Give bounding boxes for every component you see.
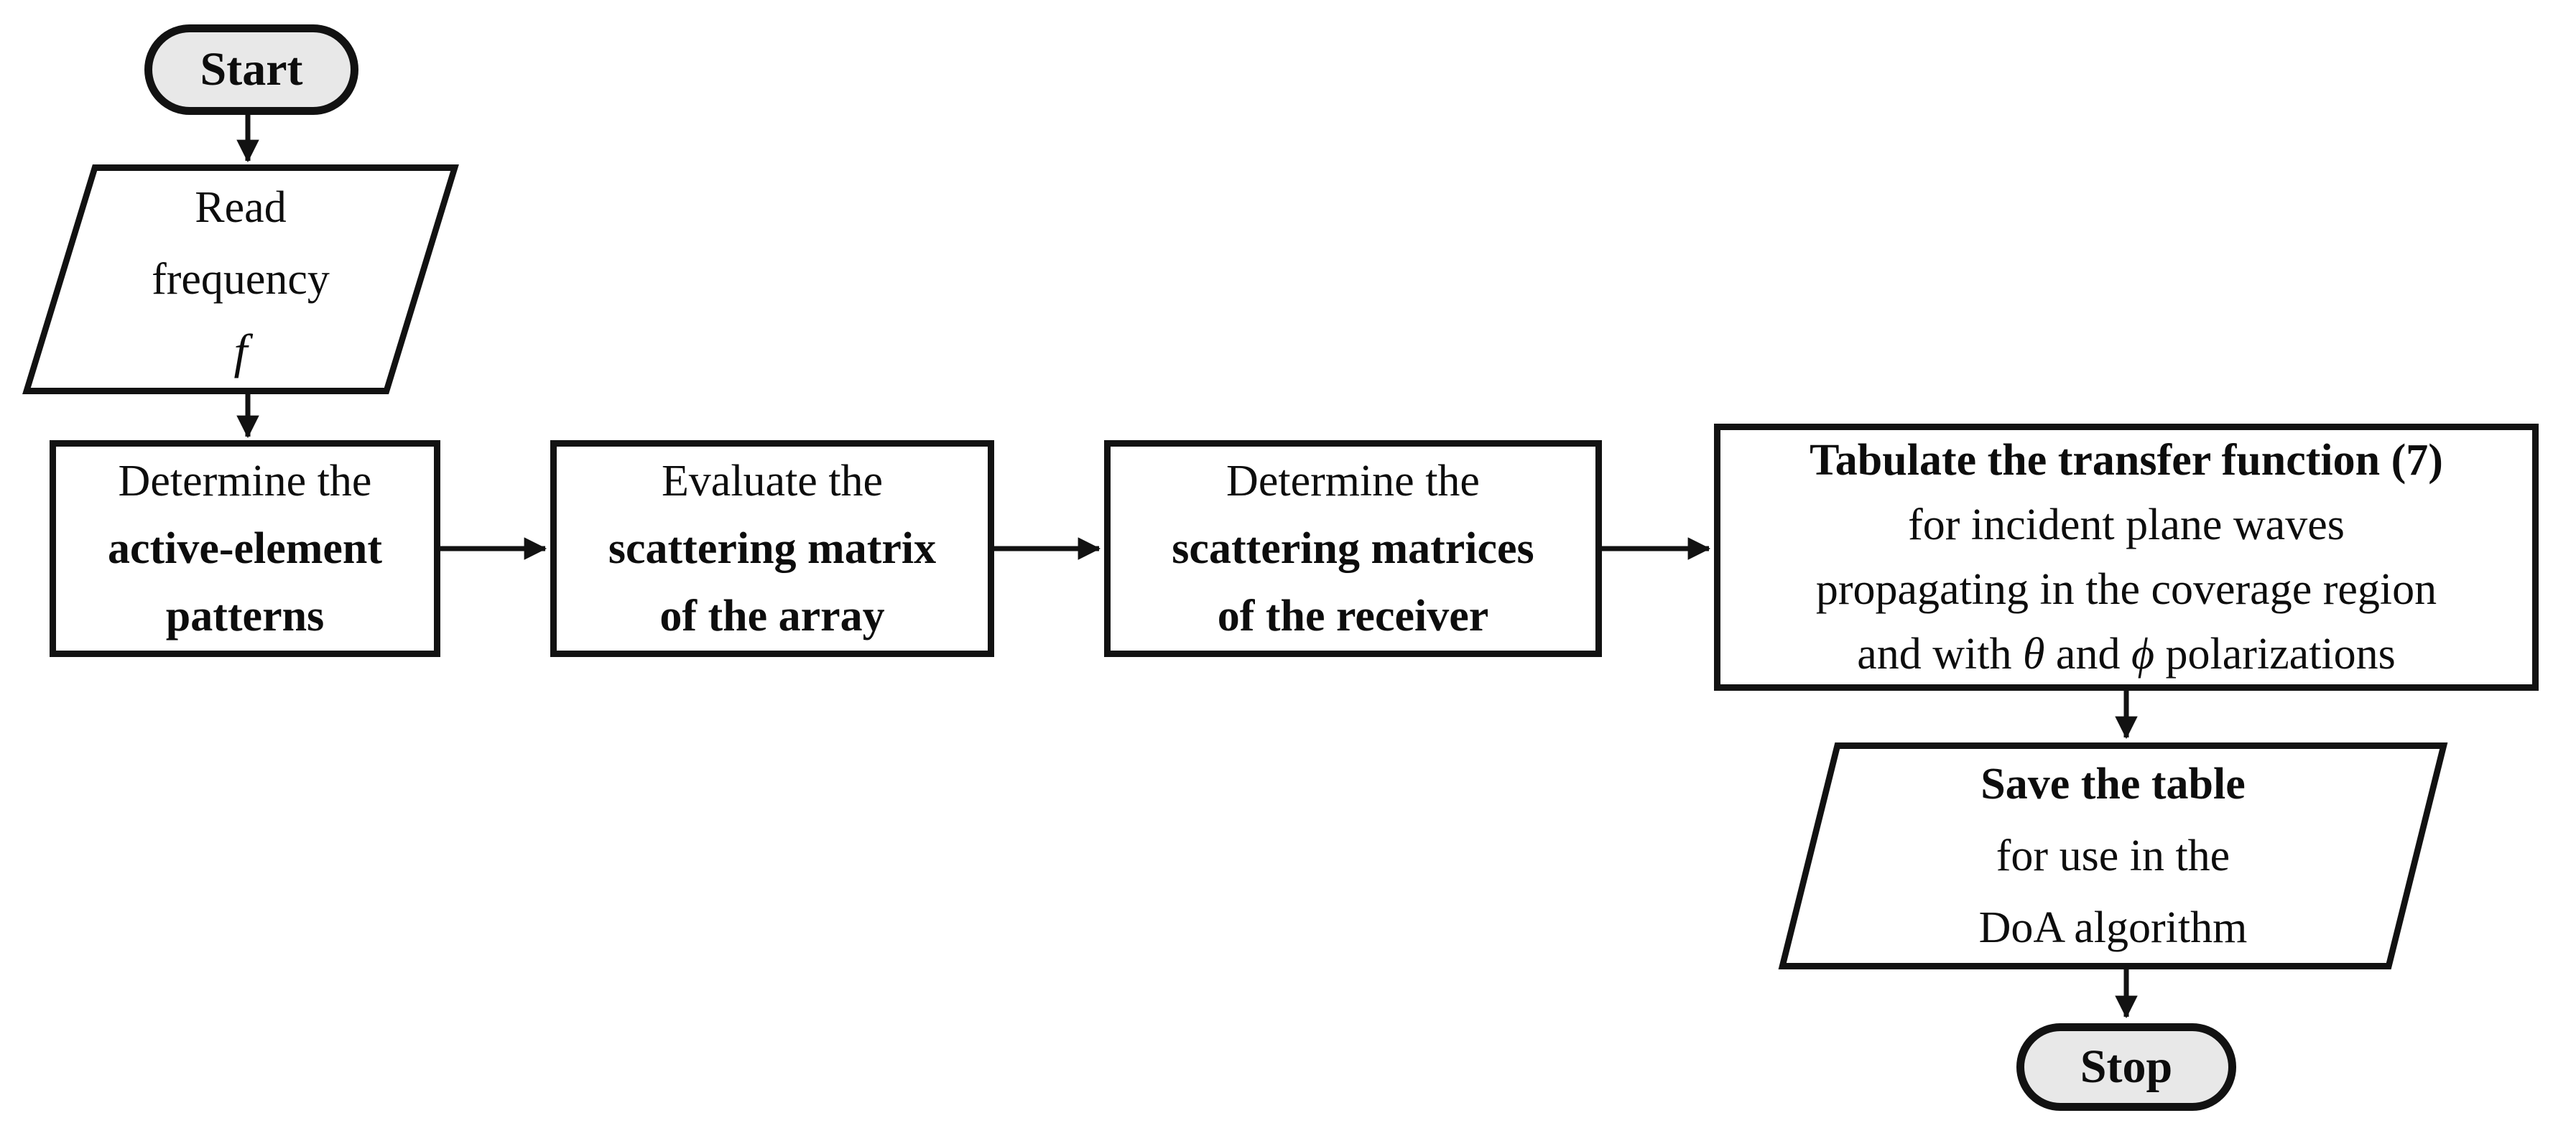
node-scattering-matrices-receiver: Determine the scattering matrices of the… xyxy=(1104,440,1602,657)
scattering-matrix-line2: scattering matrix xyxy=(608,524,937,573)
read-frequency-line1: Read xyxy=(195,183,287,232)
active-element-line1: Determine the xyxy=(118,457,372,506)
read-frequency-line2: frequency xyxy=(152,255,330,304)
stop-label: Stop xyxy=(2080,1040,2173,1093)
tabulate-line4-text1: and with xyxy=(1857,630,2023,679)
read-frequency-text: Read frequency f xyxy=(64,172,417,387)
node-active-element-patterns: Determine the active-element patterns xyxy=(50,440,440,657)
node-save-table: Save the table for use in the DoA algori… xyxy=(1778,742,2448,969)
save-table-line2: for use in the xyxy=(1996,832,2230,880)
phi-symbol: ϕ xyxy=(2131,630,2155,679)
save-table-line3: DoA algorithm xyxy=(1978,903,2248,952)
node-read-frequency: Read frequency f xyxy=(22,164,459,394)
tabulate-line4-text2: and xyxy=(2044,630,2131,679)
active-element-line3: patterns xyxy=(165,592,325,641)
save-table-line1: Save the table xyxy=(1980,760,2246,809)
scattering-matrix-line1: Evaluate the xyxy=(661,457,884,506)
node-tabulate-transfer-function: Tabulate the transfer function (7) for i… xyxy=(1714,424,2539,691)
tabulate-line3: propagating in the coverage region xyxy=(1815,565,2437,614)
tabulate-line2: for incident plane waves xyxy=(1908,500,2345,549)
theta-symbol: θ xyxy=(2022,630,2045,679)
active-element-line2: active-element xyxy=(107,524,383,573)
start-label: Start xyxy=(200,43,303,96)
tabulate-line1: Tabulate the transfer function (7) xyxy=(1810,436,2443,485)
node-stop: Stop xyxy=(2016,1023,2236,1111)
scattering-matrices-line3: of the receiver xyxy=(1217,592,1489,641)
scattering-matrices-line2: scattering matrices xyxy=(1172,524,1534,573)
tabulate-line4: and with θ and ϕ polarizations xyxy=(1857,622,2396,686)
node-start: Start xyxy=(144,24,358,115)
read-frequency-symbol-f: f xyxy=(233,324,248,378)
tabulate-line4-text3: polarizations xyxy=(2154,630,2396,679)
node-scattering-matrix-array: Evaluate the scattering matrix of the ar… xyxy=(550,440,994,657)
save-table-text: Save the table for use in the DoA algori… xyxy=(1813,748,2413,964)
scattering-matrix-line3: of the array xyxy=(659,592,885,641)
scattering-matrices-line1: Determine the xyxy=(1226,457,1480,506)
